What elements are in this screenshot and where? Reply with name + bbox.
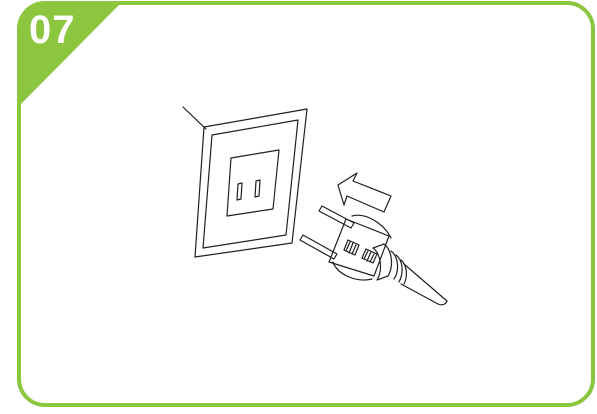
card-frame: [19, 3, 593, 405]
step-number: 07: [29, 10, 76, 50]
